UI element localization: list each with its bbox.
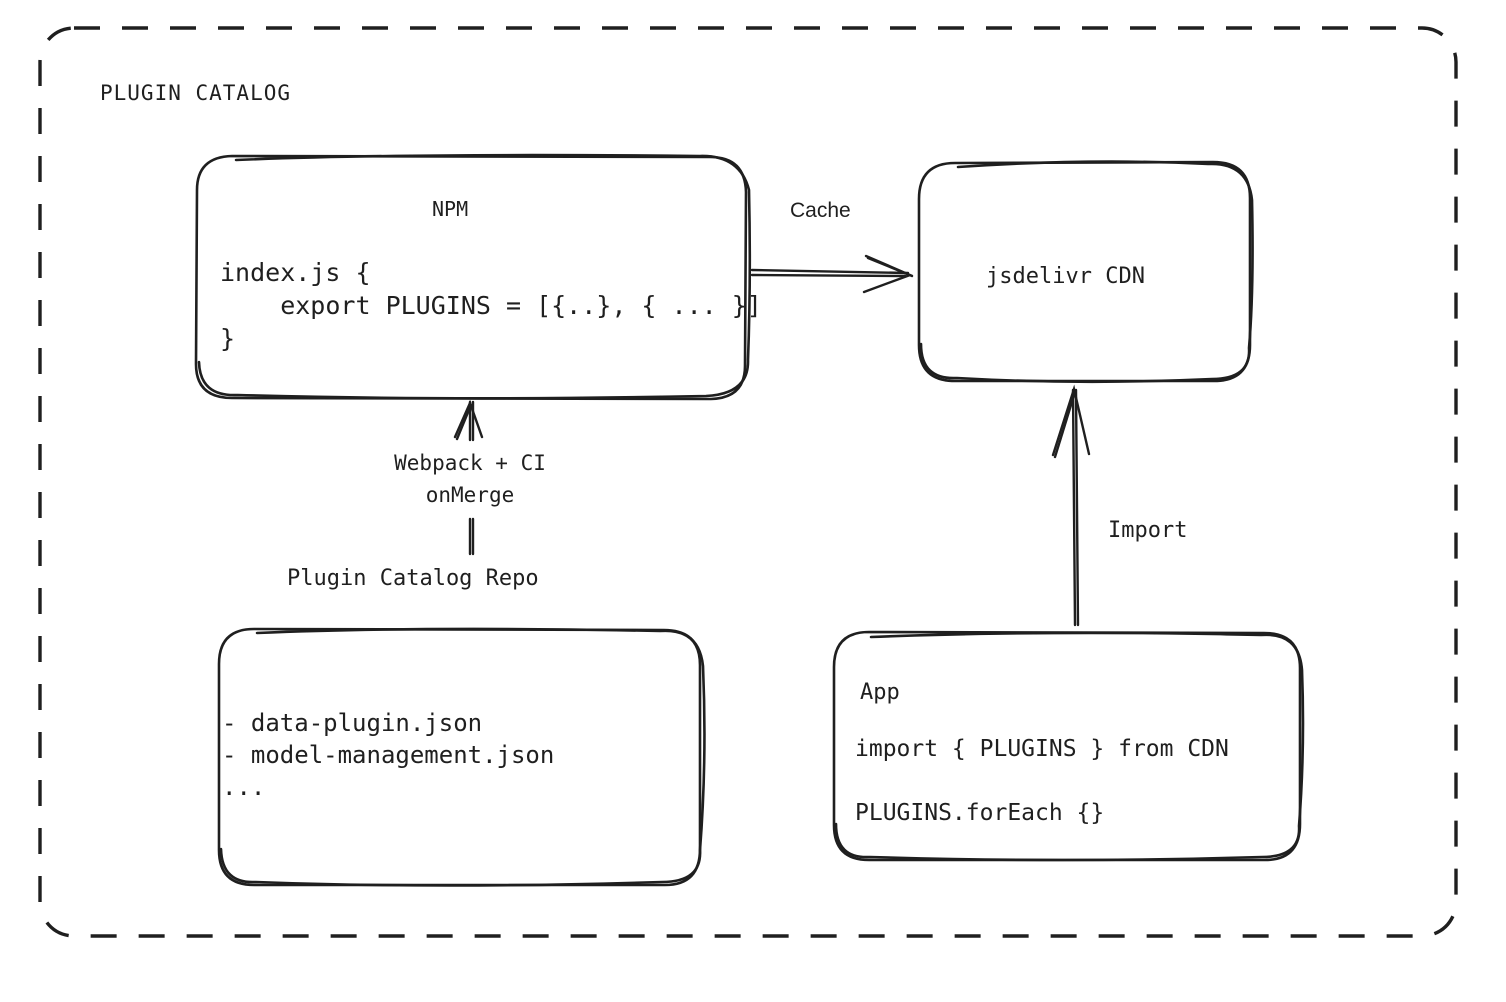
- cdn-node-shape: [917, 160, 1254, 384]
- import-arrow: [1051, 384, 1091, 627]
- cache-edge-label: Cache: [790, 199, 851, 222]
- npm-node-shape: [194, 153, 752, 401]
- npm-node-code: index.js { export PLUGINS = [{..}, { ...…: [220, 258, 762, 353]
- group-title: PLUGIN CATALOG: [100, 81, 292, 105]
- repo-node-caption: Plugin Catalog Repo: [287, 566, 539, 591]
- repo-node-file-list: - data-plugin.json - model-management.js…: [222, 709, 555, 801]
- cdn-node-title: jsdelivr CDN: [986, 264, 1145, 289]
- app-node-import-line: import { PLUGINS } from CDN: [855, 736, 1229, 762]
- plugin-catalog-group-border: [38, 26, 1458, 938]
- webpack-ci-arrow: [453, 399, 484, 556]
- import-edge-label: Import: [1108, 518, 1188, 543]
- app-node-foreach-line: PLUGINS.forEach {}: [855, 800, 1105, 826]
- app-node-shape: [832, 630, 1305, 862]
- webpack-ci-edge-label: Webpack + CI onMerge: [394, 451, 546, 507]
- npm-node-title: NPM: [432, 197, 469, 221]
- repo-node-shape: [217, 627, 706, 887]
- app-node-title: App: [860, 680, 900, 705]
- cache-arrow: [750, 254, 914, 294]
